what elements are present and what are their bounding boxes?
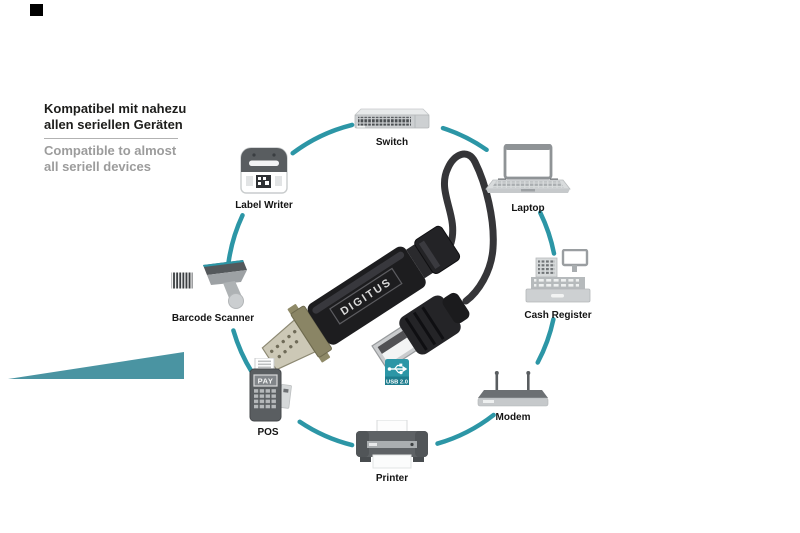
accent-wedge [8, 352, 184, 379]
adapter-highlight [312, 251, 405, 314]
device-label: Label Writer [235, 200, 293, 211]
device-label: Modem [495, 412, 531, 423]
adapter-neck [406, 243, 435, 279]
ring-arc [440, 125, 489, 153]
compatibility-ring [226, 122, 557, 448]
pos-terminal-icon: PAY [249, 358, 292, 422]
modem-icon [477, 371, 549, 407]
ring-arc [226, 213, 245, 265]
adapter-thumbscrew-bottom [318, 351, 331, 363]
switch-icon [354, 108, 430, 129]
usb-cable [440, 150, 497, 305]
usb-2-badge: USB 2.0 [385, 359, 409, 386]
printer-icon [356, 420, 428, 469]
adapter-usb-plug [414, 225, 461, 274]
barcode-scanner-icon [170, 260, 247, 309]
device-printer: Printer [332, 420, 452, 484]
device-label: POS [257, 427, 279, 438]
headline-en-line1: Compatible to almost [44, 143, 177, 158]
usb-a-overmold [399, 295, 461, 355]
ring-arc [535, 317, 556, 365]
cash-register-icon [525, 249, 591, 303]
ring-arc [290, 122, 355, 156]
headline-english: Compatible to almost all seriell devices [44, 143, 214, 175]
usb-a-strain-relief [442, 292, 470, 324]
adapter-thumbscrew-top [287, 304, 300, 316]
headline-divider [44, 138, 178, 139]
adapter-usb-plug-edge [418, 240, 441, 270]
usb-a-connector [371, 292, 470, 371]
device-barcode-scanner: Barcode Scanner [153, 260, 273, 324]
usb-a-ridge [421, 306, 445, 340]
brand-mark [30, 4, 43, 16]
db9-pins [270, 329, 299, 359]
device-label: Laptop [511, 203, 545, 214]
headline-de-line1: Kompatibel mit nahezu [44, 101, 187, 116]
device-pos: PAY POS [208, 358, 328, 438]
headline-de-line2: allen seriellen Geräten [44, 117, 183, 132]
ring-arc [297, 419, 355, 448]
ring-arc [538, 210, 557, 256]
device-cash-register: Cash Register [498, 249, 618, 321]
device-laptop: Laptop [468, 144, 588, 214]
ring-arc [435, 412, 496, 446]
pos-screen-text: PAY [258, 377, 274, 386]
device-label: Cash Register [524, 310, 592, 321]
brand-frame [329, 267, 403, 325]
usb-badge-text: USB 2.0 [386, 380, 408, 386]
usb-a-ridge [404, 317, 428, 351]
usb-trident-icon [387, 363, 408, 375]
label-writer-icon [240, 147, 288, 194]
device-label: Barcode Scanner [171, 313, 255, 324]
headline-german: Kompatibel mit nahezu allen seriellen Ge… [44, 101, 214, 133]
device-label: Printer [375, 473, 409, 484]
usb-a-ridge [412, 311, 437, 346]
device-modem: Modem [453, 371, 573, 423]
device-switch: Switch [332, 106, 452, 148]
usb-a-contacts [377, 330, 408, 354]
headline-en-line2: all seriell devices [44, 159, 151, 174]
laptop-icon [485, 144, 571, 193]
headline: Kompatibel mit nahezu allen seriellen Ge… [44, 101, 214, 175]
usb-serial-adapter: DIGITUS [261, 225, 461, 371]
usb-badge-strip [385, 376, 409, 385]
device-label: Switch [375, 137, 409, 148]
device-label-writer: Label Writer [204, 147, 324, 211]
